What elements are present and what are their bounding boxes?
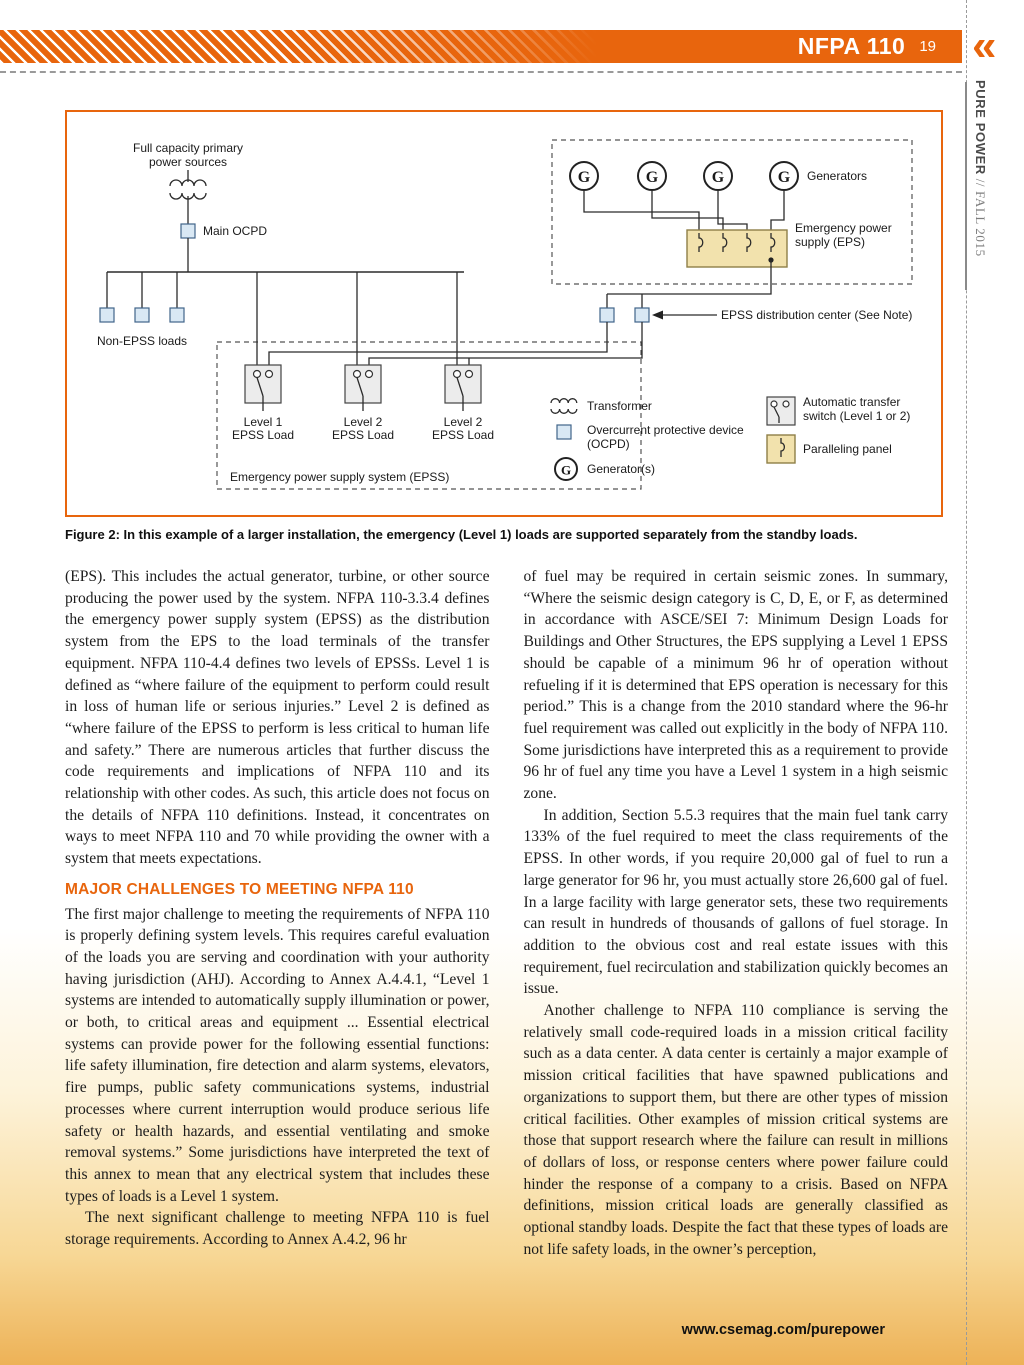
page-number: 19 <box>919 38 936 55</box>
legend-transformer-label: Transformer <box>587 399 652 413</box>
generator-icon: G <box>569 161 599 191</box>
eps-label-2: supply (EPS) <box>795 235 865 249</box>
footer-url: www.csemag.com/purepower <box>681 1322 885 1338</box>
figure-caption: Figure 2: In this example of a larger in… <box>65 527 858 542</box>
generator-icon: G <box>769 161 799 191</box>
panel-output-node <box>768 257 774 263</box>
article-left-column: (EPS). This includes the actual generato… <box>65 566 490 1261</box>
paragraph: The next significant challenge to meetin… <box>65 1209 490 1249</box>
eps-dashed-boundary <box>551 139 913 285</box>
sidebar-masthead: PURE POWER // FALL 2015 <box>972 80 988 257</box>
non-epss-drops <box>106 272 178 308</box>
ats-normal-feeds <box>256 272 458 365</box>
one-line-diagram: Full capacity primary power sources Main… <box>97 139 913 490</box>
paragraph: In addition, Section 5.5.3 requires that… <box>523 806 949 998</box>
legend-ocpd-label: Overcurrent protective device <box>587 423 744 437</box>
load-label-2: EPSS Load <box>432 428 494 442</box>
legend-ats-icon <box>766 396 796 426</box>
sidebar-dashed-rule <box>966 0 967 1365</box>
svg-text:G: G <box>646 169 659 186</box>
non-epss-loads-label: Non-EPSS loads <box>97 334 187 348</box>
primary-source-label: Full capacity primary <box>133 141 243 155</box>
paragraph: Another challenge to NFPA 110 compliance… <box>523 1002 949 1258</box>
legend-ocpd-label-2: (OCPD) <box>587 437 630 451</box>
distribution-label: EPSS distribution center (See Note) <box>721 308 912 322</box>
ats-icon <box>344 364 382 411</box>
gen-lead <box>717 190 748 230</box>
legend-ats-label-2: switch (Level 1 or 2) <box>803 409 910 423</box>
distribution-ocpd-icon <box>634 307 650 323</box>
header-fade-overlay <box>0 30 962 63</box>
ocpd-icon <box>99 307 115 323</box>
epss-dashed-boundary <box>216 341 642 490</box>
load-label: Level 2 <box>344 415 383 429</box>
ats-icon <box>244 364 282 411</box>
eps-label: Emergency power <box>795 221 892 235</box>
header-text-group: NFPA 110 19 <box>0 30 962 63</box>
svg-text:G: G <box>778 169 791 186</box>
svg-text:G: G <box>578 169 591 186</box>
gen-lead <box>583 190 700 230</box>
load-label: Level 2 <box>444 415 483 429</box>
breaker-icon <box>770 233 776 252</box>
legend-paralleling-panel-icon <box>766 434 796 464</box>
load-label: Level 1 <box>244 415 283 429</box>
main-ocpd-icon <box>180 223 196 239</box>
breaker-icon <box>698 233 704 252</box>
legend-transformer-icon <box>550 398 578 414</box>
article-right-column: of fuel may be required in certain seism… <box>524 566 949 1261</box>
sidebar-solid-rule <box>965 82 967 290</box>
article-body: (EPS). This includes the actual generato… <box>65 566 948 1261</box>
primary-source-label-2: power sources <box>149 155 227 169</box>
paragraph: (EPS). This includes the actual generato… <box>65 568 490 868</box>
legend-generator-icon: G <box>554 457 578 481</box>
generators-label: Generators <box>807 169 867 183</box>
breaker-icon <box>746 233 752 252</box>
epss-system-label: Emergency power supply system (EPSS) <box>230 470 449 484</box>
ats-emergency-feed <box>268 322 608 370</box>
ocpd-icon <box>134 307 150 323</box>
page-title: NFPA 110 <box>797 33 906 59</box>
legend-generator-label: Generator(s) <box>587 462 655 476</box>
paragraph: The first major challenge to meeting the… <box>65 905 490 1205</box>
load-label-2: EPSS Load <box>332 428 394 442</box>
ats-icon <box>444 364 482 411</box>
header-dashed-rule <box>0 71 962 73</box>
figure-2-box: Full capacity primary power sources Main… <box>65 110 943 517</box>
load-label-2: EPSS Load <box>232 428 294 442</box>
magazine-brand: PURE POWER <box>973 80 988 175</box>
main-ocpd-label: Main OCPD <box>203 224 267 238</box>
svg-text:G: G <box>712 169 725 186</box>
legend-ocpd-icon <box>556 424 572 440</box>
magazine-issue: // FALL 2015 <box>973 174 988 257</box>
legend-ats-label: Automatic transfer <box>803 395 900 409</box>
distribution-arrow-icon <box>652 310 717 320</box>
legend-paralleling-label: Paralleling panel <box>803 442 892 456</box>
distribution-ocpd-icon <box>599 307 615 323</box>
breaker-icon <box>722 233 728 252</box>
section-heading: MAJOR CHALLENGES TO MEETING NFPA 110 <box>65 880 414 898</box>
gen-lead <box>651 190 724 230</box>
generator-icon: G <box>703 161 733 191</box>
double-chevron-icon: « <box>972 21 997 70</box>
gen-lead <box>770 190 785 230</box>
svg-text:G: G <box>561 463 571 478</box>
generator-icon: G <box>637 161 667 191</box>
paragraph: of fuel may be required in certain seism… <box>523 568 949 803</box>
ocpd-icon <box>169 307 185 323</box>
ats-emergency-feed <box>368 322 643 370</box>
header-bar: NFPA 110 19 <box>0 30 962 63</box>
eps-output-line <box>606 260 772 308</box>
